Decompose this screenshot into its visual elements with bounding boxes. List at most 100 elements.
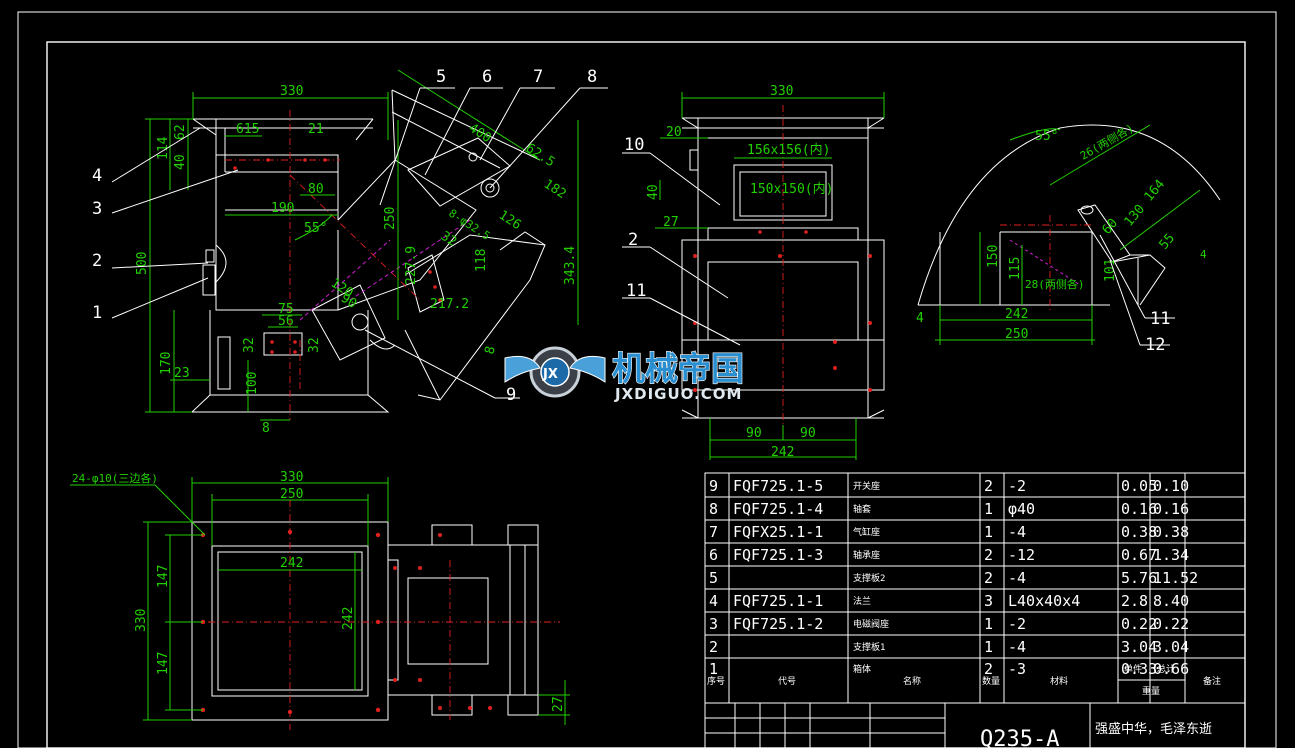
dim-front-32-top: 32 <box>438 229 459 250</box>
bom-no: 8 <box>709 500 718 518</box>
bom-header-name: 名称 <box>903 675 921 687</box>
bom-qty: 2 <box>984 569 993 587</box>
dim-side-242: 242 <box>771 445 794 460</box>
bom-unit: 0.38 <box>1121 523 1157 541</box>
bom-mat: -12 <box>1008 546 1035 564</box>
dim-top-147-lower: 147 <box>156 652 171 675</box>
bom-qty: 2 <box>984 660 993 678</box>
bom-code: FQF725.1-4 <box>733 500 823 518</box>
dim-front-250: 250 <box>383 207 398 230</box>
dim-front-55deg: 55° <box>304 221 327 236</box>
dim-detail-55: 55 <box>1157 231 1179 253</box>
bom-header-code: 代号 <box>778 676 796 687</box>
dim-top-330: 330 <box>280 470 303 485</box>
watermark-cn: 机械帝国 <box>612 349 744 388</box>
dim-front-330: 330 <box>280 84 303 99</box>
bom-no: 6 <box>709 546 718 564</box>
dim-detail-130: 130 <box>1122 202 1149 230</box>
part-label-10: 10 <box>624 135 644 155</box>
bom-qty: 2 <box>984 546 993 564</box>
bom-row: 9 FQF725.1-5 开关座 2 -2 0.05 0.10 <box>709 477 1189 495</box>
dim-front-21: 21 <box>308 122 324 137</box>
bom-total: 0.10 <box>1153 477 1189 495</box>
part-label-7: 7 <box>533 67 543 87</box>
detail-view-leaders <box>1099 234 1175 346</box>
dim-front-500: 500 <box>135 252 150 275</box>
bom-name: 支撑板1 <box>853 641 885 653</box>
bom-unit: 0.05 <box>1121 477 1157 495</box>
dim-detail-4-left: 4 <box>916 311 924 326</box>
bom-total: 8.40 <box>1153 592 1189 610</box>
bom-no: 9 <box>709 477 718 495</box>
dim-detail-55deg: 55° <box>1035 129 1058 144</box>
dim-side-330: 330 <box>770 84 793 99</box>
bom-qty: 1 <box>984 638 993 656</box>
bom-total: 0.66 <box>1153 660 1189 678</box>
part-label-12: 12 <box>1145 335 1165 355</box>
part-label-1: 1 <box>92 303 102 323</box>
dim-top-27: 27 <box>551 696 566 712</box>
top-view-dimensions: 24-φ10(三边各) 330 250 242 147 242 147 330 … <box>70 470 570 725</box>
dim-top-242-horiz: 242 <box>280 556 303 571</box>
dim-side-20: 20 <box>666 125 682 140</box>
detail-view <box>917 124 1221 310</box>
bom-qty: 1 <box>984 615 993 633</box>
bom-row: 1 箱体 2 -3 0.33 0.66 <box>709 660 1189 678</box>
dim-front-126: 126 <box>496 208 524 233</box>
dim-detail-150: 150 <box>986 245 1001 268</box>
bom-qty: 2 <box>984 477 993 495</box>
dim-front-227-9: 227.9 <box>404 246 419 285</box>
bom-code: FQF725.1-3 <box>733 546 823 564</box>
bom-total: 11.52 <box>1153 569 1198 587</box>
bom-qty: 1 <box>984 500 993 518</box>
inner-drawing-frame <box>46 41 1246 748</box>
bom-table <box>704 472 1246 704</box>
dim-side-156x156: 156x156(内) <box>747 142 830 158</box>
bom-name: 电磁阀座 <box>853 618 889 630</box>
dim-detail-242: 242 <box>1005 307 1028 322</box>
bom-total: 0.22 <box>1153 615 1189 633</box>
dim-detail-250: 250 <box>1005 327 1028 342</box>
bom-header-unit: 单件 <box>1124 663 1142 675</box>
dim-side-90-left: 90 <box>746 426 762 441</box>
bom-name: 轴承座 <box>853 549 880 561</box>
bom-mat: L40x40x4 <box>1008 592 1080 610</box>
bom-qty: 1 <box>984 523 993 541</box>
dim-front-182: 182 <box>541 177 569 202</box>
bom-name: 支撑板2 <box>853 572 885 584</box>
part-label-8: 8 <box>587 67 597 87</box>
bom-total: 3.04 <box>1153 638 1189 656</box>
bom-header-remark: 备注 <box>1203 675 1221 687</box>
dim-front-8-bottom: 8 <box>262 421 270 436</box>
dim-front-32-left: 32 <box>242 337 257 353</box>
outer-sheet-border <box>17 11 1277 748</box>
dim-front-615: 615 <box>236 122 259 137</box>
bom-header-mat: 材料 <box>1050 675 1068 687</box>
bom-name: 法兰 <box>853 595 871 607</box>
bom-mat: -2 <box>1008 477 1026 495</box>
bom-unit: 2.8 <box>1121 592 1148 610</box>
dim-side-90-right: 90 <box>800 426 816 441</box>
part-label-9: 9 <box>506 385 516 405</box>
bom-header-no: 序号 <box>707 675 725 687</box>
dim-detail-115: 115 <box>1008 257 1023 280</box>
dim-front-217-2: 217.2 <box>430 297 469 312</box>
dim-side-40: 40 <box>646 184 661 200</box>
bom-unit: 0.67 <box>1121 546 1157 564</box>
side-view-dimensions: 330 20 156x156(内) 150x150(内) 40 27 90 90… <box>646 84 885 460</box>
dim-front-114: 114 <box>156 136 171 160</box>
bom-row: 7 FQFX25.1-1 气缸座 1 -4 0.38 0.38 <box>709 523 1189 541</box>
bom-header-total: 总计 <box>1157 663 1175 675</box>
dim-front-75: 75 <box>278 302 294 317</box>
bom-rows: 9 FQF725.1-5 开关座 2 -2 0.05 0.10 8 FQF725… <box>707 477 1221 697</box>
bom-total: 0.16 <box>1153 500 1189 518</box>
bom-mat: -4 <box>1008 569 1026 587</box>
bom-no: 5 <box>709 569 718 587</box>
bom-code: FQF725.1-5 <box>733 477 823 495</box>
bom-header-weight: 重量 <box>1142 685 1160 697</box>
bom-unit: 3.04 <box>1121 638 1157 656</box>
bom-no: 2 <box>709 638 718 656</box>
dim-front-343-4: 343.4 <box>563 246 578 285</box>
dim-front-62: 62 <box>173 124 188 140</box>
watermark-logo-text: JX <box>542 367 558 382</box>
